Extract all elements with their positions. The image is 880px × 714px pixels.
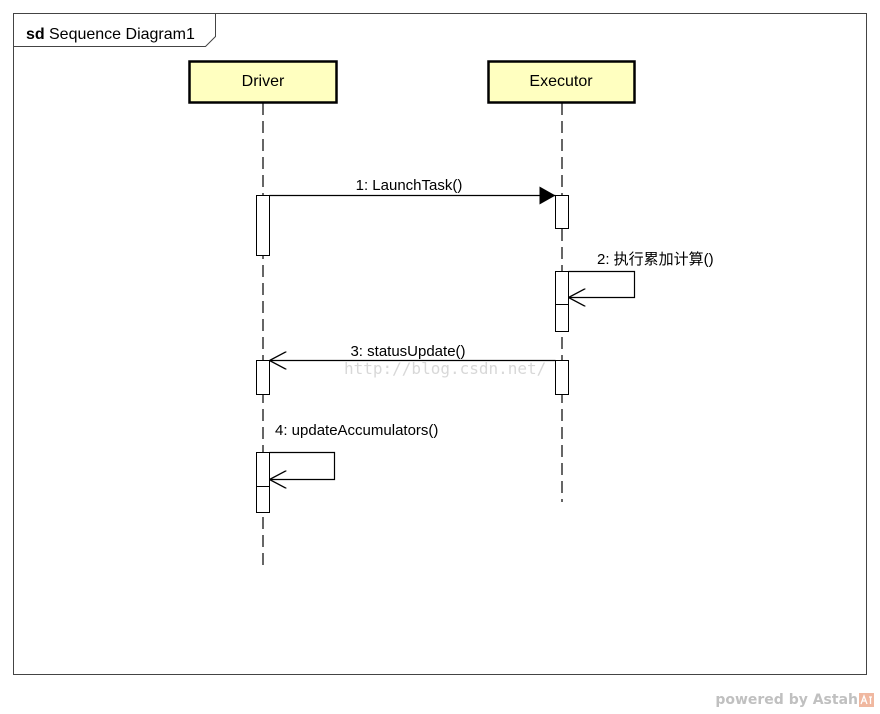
message-status-update[interactable]: 3: statusUpdate(): [269, 343, 556, 361]
message-self-call-executor[interactable]: 2: 执行累加计算(): [568, 250, 714, 298]
powered-by-footer: powered by Astah: [715, 692, 874, 708]
frame-name-tab: [13, 13, 216, 47]
activation-driver-2[interactable]: [256, 360, 270, 395]
diagram-frame: [13, 13, 867, 675]
activation-executor-2[interactable]: [555, 271, 569, 332]
activation-driver-1[interactable]: [256, 195, 270, 256]
message-launch-task[interactable]: 1: LaunchTask(): [269, 177, 556, 205]
frame-keyword: sd: [26, 26, 45, 43]
lifeline-driver[interactable]: Driver: [188, 60, 338, 104]
activation-driver-3[interactable]: [256, 452, 270, 513]
lifeline-executor[interactable]: Executor: [487, 60, 636, 104]
message-2-label: 2: 执行累加计算(): [597, 250, 714, 268]
message-4-label: 4: updateAccumulators(): [275, 422, 438, 439]
lifeline-executor-head: [487, 60, 636, 104]
message-4-arrow: [269, 451, 336, 480]
powered-by-text: powered by Astah: [715, 692, 858, 708]
lifeline-driver-label: Driver: [242, 73, 285, 90]
astah-logo-icon: [859, 693, 874, 707]
watermark: http://blog.csdn.net/: [344, 359, 546, 378]
message-1-label: 1: LaunchTask(): [356, 177, 463, 194]
lifeline-driver-head: [188, 60, 338, 104]
activation-executor-1[interactable]: [555, 195, 569, 229]
lifeline-executor-label: Executor: [529, 73, 593, 90]
message-update-accumulators[interactable]: 4: updateAccumulators(): [269, 422, 439, 480]
message-3-label: 3: statusUpdate(): [350, 343, 465, 360]
activation-executor-3[interactable]: [555, 360, 569, 395]
message-2-arrow: [568, 270, 636, 298]
frame-title: Sequence Diagram1: [49, 26, 195, 43]
